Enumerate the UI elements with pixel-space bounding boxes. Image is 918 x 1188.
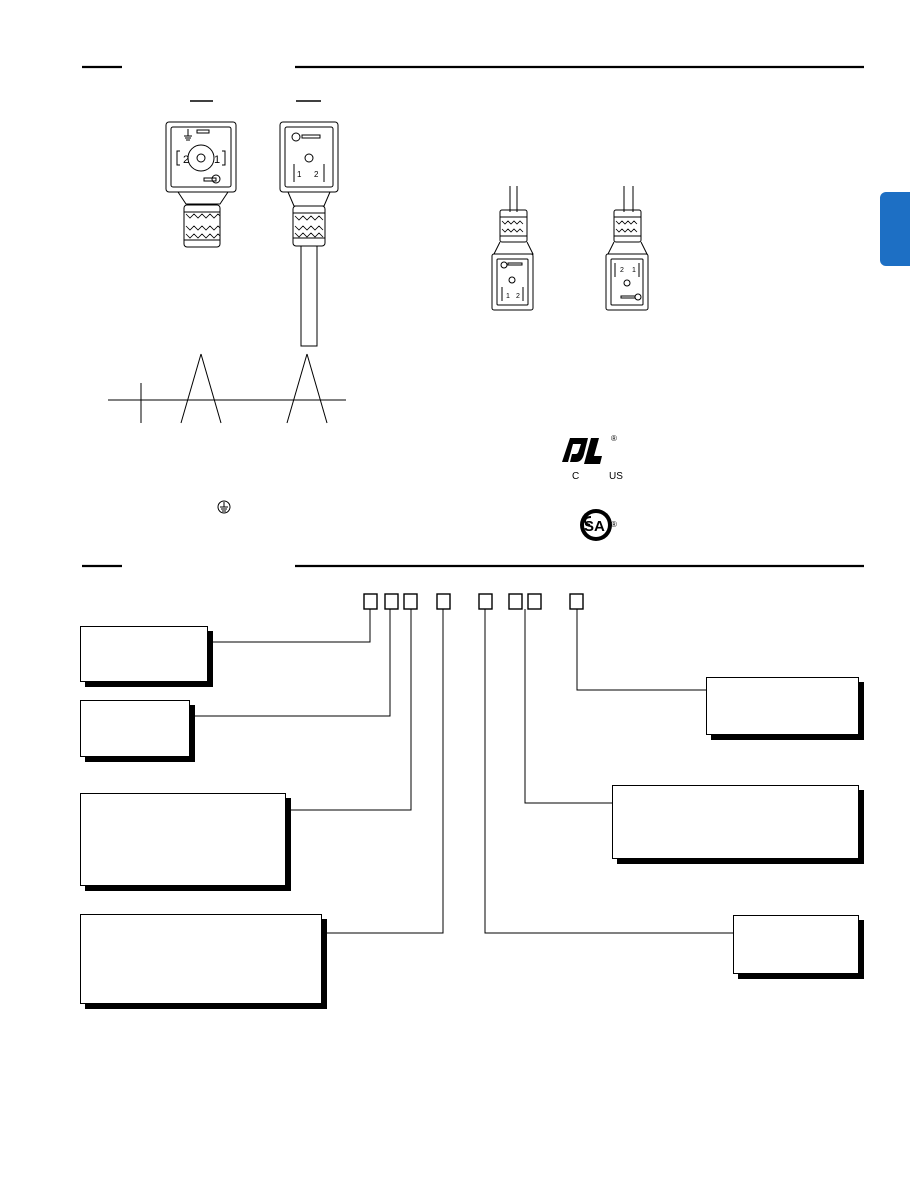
- description-box-6: [612, 785, 859, 859]
- leader-lines: [193, 609, 734, 934]
- description-box-4: [80, 914, 322, 1004]
- svg-text:SA: SA: [584, 518, 605, 535]
- connector-b-pin-1: 1: [297, 170, 302, 179]
- description-box-1: [80, 626, 208, 682]
- description-box-2: [80, 700, 190, 757]
- connector-d-pin-1: 2: [620, 267, 624, 274]
- description-box-5: [706, 677, 859, 735]
- code-boxes: [363, 593, 584, 610]
- ul-c-label: C: [572, 471, 579, 482]
- connector-b-pin-2: 2: [314, 170, 319, 179]
- dimension-lines: [108, 353, 346, 424]
- ground-icon: [184, 129, 192, 141]
- connector-a-drawing: [165, 100, 237, 248]
- connector-c-pin-1: 1: [506, 293, 510, 300]
- connector-c-drawing: [491, 186, 534, 311]
- connector-c-pin-2: 2: [516, 293, 520, 300]
- connector-a-pin-left: 2: [183, 154, 189, 166]
- ground-circle-icon: [211, 174, 231, 514]
- description-box-7: [733, 915, 859, 974]
- connector-d-drawing: [605, 186, 649, 311]
- ul-logo: ® C US: [562, 434, 623, 482]
- connector-d-pin-2: 1: [632, 267, 636, 274]
- csa-logo: SA ®: [580, 509, 617, 541]
- csa-registered: ®: [611, 520, 617, 529]
- ul-registered: ®: [611, 434, 617, 443]
- connector-b-drawing: [279, 100, 339, 347]
- ul-us-label: US: [609, 471, 623, 482]
- connector-a-pin-right: 1: [214, 154, 220, 166]
- description-box-3: [80, 793, 286, 886]
- section-tab: [880, 192, 910, 266]
